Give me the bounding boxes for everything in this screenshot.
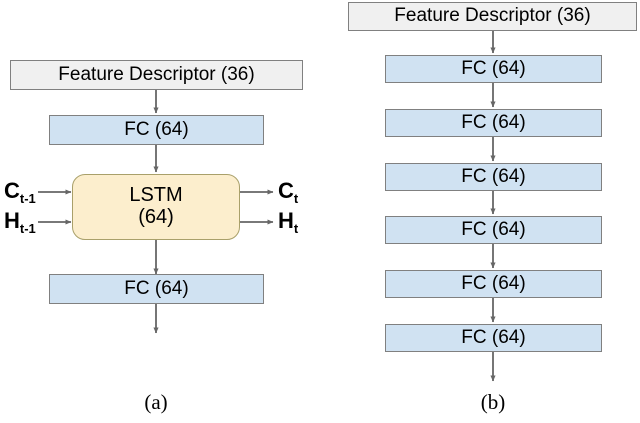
label-cell-state-out-base: C xyxy=(278,178,294,203)
panel-b-fc-node-5: FC (64) xyxy=(385,270,602,298)
label-hidden-state-in-base: H xyxy=(4,208,20,233)
panel-b-fc-node-2: FC (64) xyxy=(385,109,602,137)
panel-b-caption: (b) xyxy=(480,390,506,414)
panel-b-fc-node-3: FC (64) xyxy=(385,163,602,191)
panel-a-caption: (a) xyxy=(144,390,168,414)
label-cell-state-out: Ct xyxy=(278,178,299,206)
panel-b-input-node: Feature Descriptor (36) xyxy=(348,2,637,31)
lstm-label-line-1: LSTM xyxy=(129,184,183,207)
panel-b-fc-node-6: FC (64) xyxy=(385,324,602,352)
panel-a-input-node: Feature Descriptor (36) xyxy=(10,60,303,90)
label-cell-state-in: Ct-1 xyxy=(4,178,36,206)
panel-b-fc-node-4: FC (64) xyxy=(385,216,602,244)
label-cell-state-in-base: C xyxy=(4,178,20,203)
label-hidden-state-out-sub: t xyxy=(293,221,299,236)
label-hidden-state-in-sub: t-1 xyxy=(19,221,36,236)
panel-a-lstm-node: LSTM (64) xyxy=(72,174,240,240)
lstm-label-line-2: (64) xyxy=(138,206,174,228)
label-cell-state-in-sub: t-1 xyxy=(19,191,36,206)
panel-b-fc-node-1: FC (64) xyxy=(385,55,602,83)
label-hidden-state-out: Ht xyxy=(278,208,299,236)
panel-a-fc-top-node: FC (64) xyxy=(49,115,264,145)
label-hidden-state-out-base: H xyxy=(278,208,294,233)
label-hidden-state-in: Ht-1 xyxy=(4,208,36,236)
panel-a-fc-bottom-node: FC (64) xyxy=(49,274,264,304)
label-cell-state-out-sub: t xyxy=(293,191,299,206)
